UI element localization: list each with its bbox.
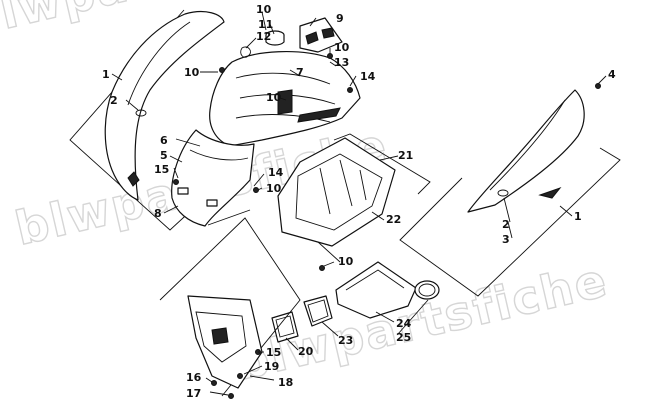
- callout-10-b: 10: [184, 66, 200, 79]
- intake-duct-edge: [345, 269, 405, 291]
- callout-labels: 1 2 6 5 15 8 10 11 12 9 10 7 10 13 14 10…: [102, 3, 616, 400]
- hood-upper-group: [209, 51, 361, 147]
- airbox-leader: [317, 241, 341, 263]
- callout-14-a: 14: [360, 70, 376, 83]
- callout-4: 4: [608, 68, 616, 81]
- side-panel-left-tab: [127, 171, 140, 187]
- fastener-17: [228, 393, 234, 399]
- callout-21: 21: [398, 149, 413, 162]
- intake-group: [271, 261, 440, 343]
- fastener-4: [595, 83, 601, 89]
- callout-22: 22: [386, 213, 401, 226]
- fastener-14-a: [347, 87, 353, 93]
- airbox: [277, 137, 396, 247]
- callout-3: 3: [502, 233, 510, 246]
- lower-panel-slot: [211, 327, 229, 345]
- callout-10-e: 10: [266, 182, 282, 195]
- fastener-10-a: [219, 67, 225, 73]
- side-panel-right-edge: [489, 99, 566, 191]
- callout-2-left: 2: [110, 94, 118, 107]
- intake-duct: [335, 261, 417, 319]
- callout-2-right: 2: [502, 218, 510, 231]
- callout-10-d: 10: [266, 91, 282, 104]
- side-panel-right-hole: [497, 189, 509, 197]
- side-panel-left-hole: [135, 109, 147, 117]
- callout-17: 17: [186, 387, 201, 400]
- hood-upper-vent: [297, 107, 341, 123]
- callout-12: 12: [256, 30, 271, 43]
- callout-1-left: 1: [102, 68, 110, 81]
- fasteners-group: [173, 53, 353, 399]
- side-panel-right-group: [399, 83, 621, 297]
- callout-10-f: 10: [338, 255, 354, 268]
- gauge-bezel-holes: [305, 27, 335, 45]
- fastener-10-d: [253, 187, 259, 193]
- airbox-ribs: [319, 159, 367, 215]
- bracket-right: [399, 147, 621, 297]
- callout-6: 6: [160, 134, 168, 147]
- airbox-inner: [295, 153, 383, 231]
- callout-1-right: 1: [574, 210, 582, 223]
- hood-body-clip-2: [206, 199, 218, 207]
- fastener-10-b: [327, 53, 333, 59]
- callout-24: 24: [396, 317, 412, 330]
- hood-upper-slot: [277, 89, 293, 115]
- fastener-10-f: [319, 265, 325, 271]
- seal-20-inner: [275, 315, 295, 338]
- callout-8: 8: [154, 207, 162, 220]
- clip-12: [240, 46, 251, 58]
- rivet-16: [211, 380, 217, 386]
- lower-panel-inner: [195, 311, 247, 363]
- side-panel-left-edge: [127, 21, 191, 106]
- callout-10-c: 10: [334, 41, 350, 54]
- hood-body-group: [171, 129, 255, 227]
- clamp-25-inner: [418, 283, 436, 297]
- grommet-side: [265, 35, 285, 46]
- hood-body: [171, 129, 255, 227]
- leader-lines: [111, 11, 607, 396]
- side-panel-left: [104, 10, 225, 201]
- callout-23: 23: [338, 334, 353, 347]
- seal-23-inner: [307, 299, 329, 323]
- callout-9: 9: [336, 12, 344, 25]
- hood-body-crease: [189, 149, 249, 161]
- side-panel-right-decal: [538, 186, 562, 199]
- callout-16: 16: [186, 371, 202, 384]
- callout-7: 7: [296, 66, 304, 79]
- callout-13: 13: [334, 56, 349, 69]
- callout-10-a: 10: [256, 3, 272, 16]
- callout-11: 11: [258, 18, 273, 31]
- rivet-19: [237, 373, 243, 379]
- lower-panel-group: [159, 217, 301, 397]
- callout-5: 5: [160, 149, 168, 162]
- hood-body-leader: [207, 209, 251, 226]
- callout-14-b: 14: [268, 166, 284, 179]
- callout-19: 19: [264, 360, 279, 373]
- callout-25: 25: [396, 331, 411, 344]
- callout-20: 20: [298, 345, 314, 358]
- airbox-group: [277, 133, 431, 263]
- fastener-15-a: [173, 179, 179, 185]
- callout-15-b: 15: [266, 346, 281, 359]
- hood-body-clip: [177, 187, 189, 195]
- callout-18: 18: [278, 376, 293, 389]
- callout-15-a: 15: [154, 163, 169, 176]
